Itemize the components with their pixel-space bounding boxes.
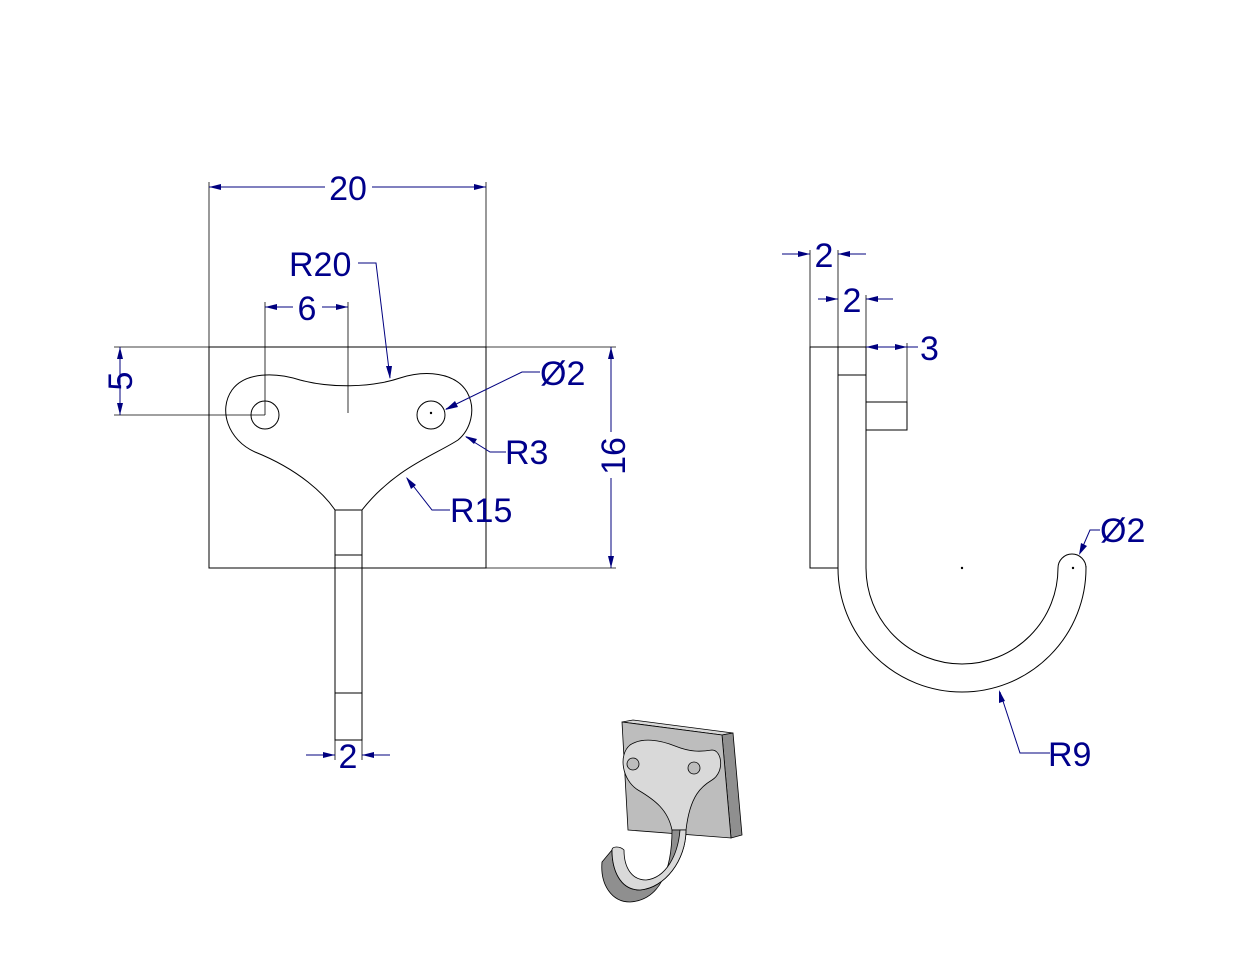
side-hook-curve-outer <box>837 566 1087 693</box>
dim-5-arrow-top <box>117 347 123 359</box>
dim-20-arrow-left <box>209 184 221 190</box>
dim-2-plate-arrow-left <box>798 251 810 257</box>
dim-16-label: 16 <box>595 437 633 475</box>
dim-16-arrow-bottom <box>608 556 614 568</box>
dim-r3-arrow <box>465 436 477 444</box>
side-hook-curve-inner <box>865 567 1059 665</box>
dim-r20-arrow <box>386 366 392 379</box>
dim-3-arrow-left <box>866 344 878 350</box>
front-view: 20 R20 6 5 Ø2 R3 16 <box>102 170 633 776</box>
front-stem <box>334 509 363 741</box>
hook-isometric-icon <box>601 719 743 903</box>
iso-hole-left <box>626 757 640 771</box>
dim-r3-label: R3 <box>505 434 548 472</box>
dim-2-stem-arrow-right <box>362 752 374 758</box>
dim-r20-label: R20 <box>289 246 351 284</box>
dim-3-label: 3 <box>920 330 939 368</box>
dim-3-arrow-right <box>895 344 907 350</box>
side-hook-arc-center <box>960 566 964 570</box>
dim-r15-arrow <box>406 477 416 489</box>
dim-16-label-bg <box>598 432 626 478</box>
dim-r20-leader <box>358 262 391 379</box>
dim-dia2-front-arrow <box>445 401 458 410</box>
dim-2-hook-label: 2 <box>843 282 862 320</box>
dim-16-arrow-top <box>608 347 614 359</box>
dim-dia2-front-label: Ø2 <box>540 355 585 393</box>
side-view: 2 2 3 Ø2 R9 <box>782 237 1145 774</box>
dim-r9-arrow <box>999 690 1005 703</box>
dim-r15-leader <box>406 477 450 511</box>
side-hook-tip-center <box>1071 566 1075 570</box>
dim-2-stem-arrow-left <box>323 752 335 758</box>
side-plate-outline <box>809 346 839 569</box>
dim-2-hook-arrow-left <box>826 296 838 302</box>
dim-dia2-front-leader <box>445 371 540 410</box>
front-hole-right <box>416 400 446 430</box>
side-pin <box>865 401 908 431</box>
side-hook-tip <box>1057 553 1087 569</box>
dim-dia2-tip-arrow <box>1079 543 1087 555</box>
iso-hook-front <box>611 829 687 891</box>
dim-5-arrow-bottom <box>117 403 123 415</box>
dim-5-label: 5 <box>102 372 140 391</box>
dim-20-label: 20 <box>329 170 367 208</box>
dim-2-plate-arrow-right <box>838 251 850 257</box>
dim-r9-label: R9 <box>1048 736 1091 774</box>
dim-6-arrow-left <box>265 304 277 310</box>
dim-2-stem-label: 2 <box>339 738 358 776</box>
front-plate-outline <box>208 346 487 569</box>
dim-6-label: 6 <box>298 290 317 328</box>
dim-r15-label: R15 <box>450 492 512 530</box>
dim-2-hook-arrow-right <box>866 296 878 302</box>
dim-2-plate-label: 2 <box>815 237 834 275</box>
dim-r9-leader <box>999 691 1050 754</box>
iso-hole-right <box>687 761 701 775</box>
front-hole-right-center <box>429 411 433 415</box>
dim-20-arrow-right <box>474 184 486 190</box>
front-bracket-outline <box>225 373 473 511</box>
dim-6-arrow-right <box>336 304 348 310</box>
dim-dia2-tip-label: Ø2 <box>1100 512 1145 550</box>
